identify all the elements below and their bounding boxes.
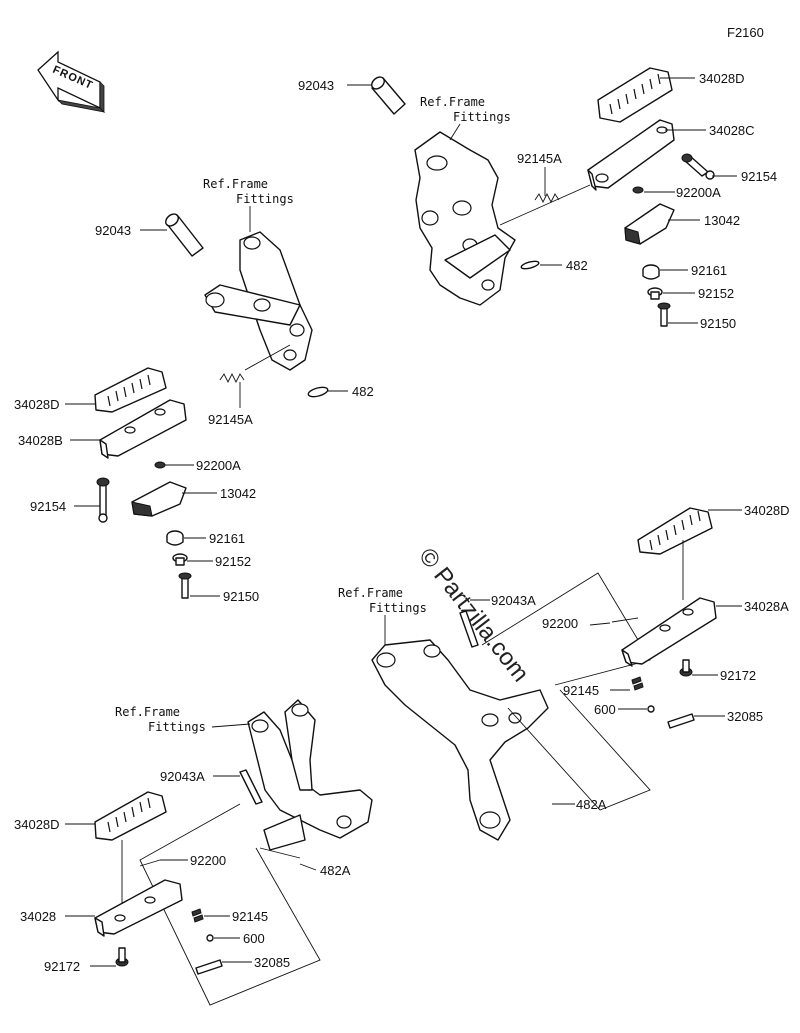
bl-spring-92145 [191,908,204,923]
bottom-left-assembly: Ref.Frame Fittings 92043A 482A 34028D 92… [14,699,373,1006]
bl-bolt-92172 [115,947,129,967]
br-pin-32085 [667,713,695,729]
tr-damper-92161 [642,264,660,280]
callout-tl-482[interactable]: 482 [352,384,374,399]
tl-bolt-92150 [178,572,192,599]
callout-br-92145[interactable]: 92145 [563,683,599,698]
tl-collar-92152 [172,553,188,566]
callout-bl-482a[interactable]: 482A [320,863,351,878]
tl-damper-92161 [166,530,184,546]
br-footpeg-34028a [621,597,717,667]
callout-tr-13042[interactable]: 13042 [704,213,740,228]
tr-footpeg-34028c [587,119,675,191]
front-arrow-icon [37,50,106,113]
callout-tl-13042[interactable]: 13042 [220,486,256,501]
callout-tl-34028b[interactable]: 34028B [18,433,63,448]
tl-ref-frame-1: Ref.Frame [203,177,268,191]
figure-code: F2160 [727,25,764,40]
bottom-right-assembly: Ref.Frame Fittings 92043A 34028D 92200 [338,503,790,841]
bl-footpeg-34028 [94,879,183,937]
br-bolt-92172 [679,659,693,677]
callout-br-92172[interactable]: 92172 [720,668,756,683]
tl-frame-bracket [204,231,313,371]
callout-bl-92145[interactable]: 92145 [232,909,268,924]
callout-br-34028a[interactable]: 34028A [744,599,789,614]
callout-br-482a[interactable]: 482A [576,797,607,812]
tl-footrest-rubber-34028d [94,367,167,413]
tr-spring-92145a [534,192,560,204]
tl-pin-92043 [165,213,204,257]
top-left-assembly: 92043 Ref.Frame Fittings 92145A 482 3402… [14,177,374,604]
br-footrest-rubber-34028d [637,507,713,555]
tr-ref-frame-2: Fittings [453,110,511,124]
callout-tr-34028c[interactable]: 34028C [709,123,755,138]
br-ref-frame-1: Ref.Frame [338,586,403,600]
callout-bl-92043a[interactable]: 92043A [160,769,205,784]
callout-tr-92154[interactable]: 92154 [741,169,777,184]
tl-footpeg-34028b [99,399,187,459]
tr-collar-92152 [647,287,663,300]
callout-tr-34028d[interactable]: 34028D [699,71,745,86]
callout-br-32085[interactable]: 32085 [727,709,763,724]
br-spring-92145 [631,676,644,691]
callout-bl-600[interactable]: 600 [243,931,265,946]
callout-tl-92154[interactable]: 92154 [30,499,66,514]
callout-tl-92152[interactable]: 92152 [215,554,251,569]
callout-bl-32085[interactable]: 32085 [254,955,290,970]
callout-br-34028d[interactable]: 34028D [744,503,790,518]
tl-ref-frame-2: Fittings [236,192,294,206]
callout-bl-34028d[interactable]: 34028D [14,817,60,832]
tr-pin-92043 [371,76,406,115]
tr-footrest-rubber-34028d [597,67,673,123]
callout-tr-92145a[interactable]: 92145A [517,151,562,166]
tl-bolt-92154 [96,477,110,523]
tr-bolt-92150 [657,302,671,327]
callout-tl-92043[interactable]: 92043 [95,223,131,238]
callout-tr-92043[interactable]: 92043 [298,78,334,93]
br-pin-92043a [459,610,479,648]
callout-bl-92200[interactable]: 92200 [190,853,226,868]
tl-stopper-13042 [131,481,187,517]
callout-bl-92172[interactable]: 92172 [44,959,80,974]
tr-frame-bracket [414,131,516,306]
bl-ref-frame-1: Ref.Frame [115,705,180,719]
tr-bolt-92154 [681,153,715,180]
callout-br-92200[interactable]: 92200 [542,616,578,631]
callout-tl-92200a[interactable]: 92200A [196,458,241,473]
bl-pin-92043a [239,769,263,805]
callout-tr-92200a[interactable]: 92200A [676,185,721,200]
callout-tl-92161[interactable]: 92161 [209,531,245,546]
tl-spring-92145a [219,372,245,384]
bl-ref-frame-2: Fittings [148,720,206,734]
bl-frame-bracket [247,699,373,851]
bl-pin-32085 [195,959,223,975]
callout-tr-92150[interactable]: 92150 [700,316,736,331]
top-right-assembly: 92043 Ref.Frame Fittings 92145A 482 3402… [298,67,777,331]
callout-tl-92150[interactable]: 92150 [223,589,259,604]
callout-tr-482[interactable]: 482 [566,258,588,273]
callout-bl-34028[interactable]: 34028 [20,909,56,924]
callout-tr-92161[interactable]: 92161 [691,263,727,278]
callout-tl-92145a[interactable]: 92145A [208,412,253,427]
callout-br-92043a[interactable]: 92043A [491,593,536,608]
tr-ref-frame-1: Ref.Frame [420,95,485,109]
callout-tl-34028d[interactable]: 34028D [14,397,60,412]
callout-tr-92152[interactable]: 92152 [698,286,734,301]
bl-footrest-rubber-34028d [94,791,167,841]
tr-stopper-13042 [624,203,675,245]
br-frame-bracket [371,639,549,841]
br-ref-frame-2: Fittings [369,601,427,615]
callout-br-600[interactable]: 600 [594,702,616,717]
